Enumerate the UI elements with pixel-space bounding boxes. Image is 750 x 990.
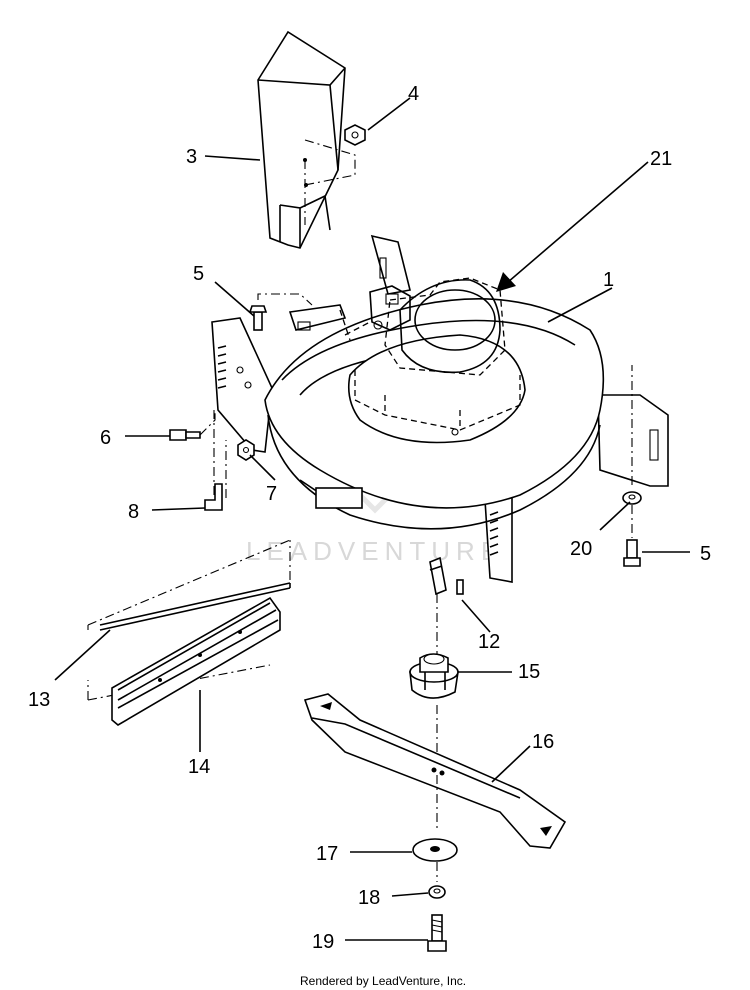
callout-8: 8 [128, 501, 139, 523]
callout-19: 19 [312, 931, 334, 953]
callout-15: 15 [518, 661, 540, 683]
bolt-part-6 [169, 429, 201, 441]
callout-18: 18 [358, 887, 380, 909]
callout-4: 4 [408, 83, 419, 105]
callout-labels: 1 3 4 5 5 6 7 8 12 13 14 15 16 17 18 19 … [28, 83, 711, 953]
engine [339, 277, 526, 444]
callout-12: 12 [478, 631, 500, 653]
washer-part-20 [622, 491, 642, 505]
lockwasher-part-18 [428, 885, 446, 899]
right-height-adjuster [489, 511, 499, 556]
callout-3: 3 [186, 146, 197, 168]
callout-5-lower: 5 [700, 543, 711, 565]
callout-6: 6 [100, 427, 111, 449]
rod-part-13 [99, 582, 291, 631]
clip-part-8 [204, 483, 223, 511]
callout-5-upper: 5 [193, 263, 204, 285]
spindle-shaft [429, 556, 447, 596]
callout-14: 14 [188, 756, 210, 778]
callout-20: 20 [570, 538, 592, 560]
callout-1: 1 [603, 269, 614, 291]
bolt-part-5-upper [248, 305, 268, 331]
bolt-part-5-lower [623, 539, 641, 567]
nut-part-4 [344, 124, 366, 146]
discharge-chute [257, 30, 346, 249]
callout-21: 21 [650, 148, 672, 170]
watermark-text: LEADVENTURE [246, 536, 504, 566]
adapter-part-15 [409, 653, 459, 699]
blade-part-16 [303, 693, 567, 849]
callout-17: 17 [316, 843, 338, 865]
left-height-adjuster [217, 345, 252, 389]
callout-16: 16 [532, 731, 554, 753]
flap-part-14 [111, 596, 281, 726]
key-part-12 [456, 579, 464, 595]
washer-part-17 [412, 838, 458, 862]
bolt-part-19 [427, 914, 447, 952]
callout-7: 7 [266, 483, 277, 505]
leader-lines [54, 97, 690, 941]
callout-13: 13 [28, 689, 50, 711]
footer-credit: Rendered by LeadVenture, Inc. [300, 974, 466, 988]
arrow-part-21 [496, 161, 649, 292]
